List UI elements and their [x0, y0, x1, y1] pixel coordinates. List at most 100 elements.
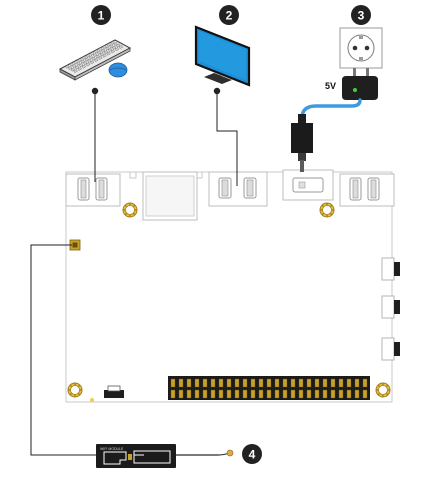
- power-port: [282, 169, 334, 201]
- header-pin: [242, 389, 248, 399]
- keyboard-key: [79, 63, 84, 68]
- keyboard-key: [81, 64, 86, 69]
- header-pin: [274, 389, 280, 399]
- header-pin: [258, 378, 264, 388]
- keyboard-key: [73, 69, 78, 73]
- header-pin: [346, 378, 352, 388]
- header-pin: [330, 389, 336, 399]
- wifi-module-label: WIFI MODULE: [100, 447, 124, 451]
- step-number-1: 1: [98, 9, 105, 23]
- step-marker-1: 1: [91, 5, 111, 25]
- wifi-module: WIFI MODULE: [96, 444, 176, 468]
- header-pin: [362, 378, 368, 388]
- power-cable: [291, 98, 362, 172]
- header-pin: [298, 389, 304, 399]
- header-pin: [354, 389, 360, 399]
- usb-port-2: [339, 173, 395, 207]
- header-pin: [314, 378, 320, 388]
- keyboard-key: [113, 42, 118, 46]
- keyboard-key: [72, 63, 77, 68]
- header-pin: [170, 378, 176, 388]
- step-marker-3: 3: [351, 5, 371, 25]
- step-marker-4: 4: [242, 444, 262, 464]
- side-buttons: [381, 257, 400, 361]
- mounting-holes: [67, 202, 391, 398]
- keyboard-key: [95, 54, 100, 59]
- keyboard-key: [77, 66, 82, 71]
- header-pin: [170, 389, 176, 399]
- keyboard-key: [109, 44, 114, 49]
- header-pin: [282, 389, 288, 399]
- header-pin: [282, 378, 288, 388]
- header-pin: [226, 389, 232, 399]
- header-pin: [178, 389, 184, 399]
- mounting-hole: [319, 202, 335, 218]
- keyboard-key: [68, 66, 73, 70]
- keyboard-key: [73, 60, 78, 65]
- keyboard-key: [118, 45, 123, 49]
- keyboard-key: [80, 59, 85, 64]
- header-pin: [306, 389, 312, 399]
- power-adapter-icon: 5V: [325, 68, 378, 100]
- header-pin: [186, 378, 192, 388]
- header-pin: [202, 378, 208, 388]
- keyboard-key: [102, 53, 107, 58]
- header-pin: [290, 378, 296, 388]
- header-pin: [266, 378, 272, 388]
- header-pin: [346, 389, 352, 399]
- keyboard-key: [98, 47, 103, 52]
- keyboard-key: [114, 47, 119, 52]
- usb-port-1: [65, 173, 121, 207]
- header-pin: [306, 378, 312, 388]
- small-connector: [90, 385, 124, 402]
- keyboard-key: [94, 58, 99, 62]
- mounting-hole: [67, 382, 83, 398]
- step-number-4: 4: [249, 448, 256, 462]
- keyboard-key: [81, 55, 86, 60]
- keyboard-key: [89, 60, 95, 65]
- header-pin: [242, 378, 248, 388]
- ethernet-port: [142, 171, 198, 221]
- keyboard-key: [84, 57, 89, 62]
- header-pin: [202, 389, 208, 399]
- keyboard-key: [98, 55, 103, 60]
- keyboard-key: [107, 47, 113, 52]
- header-pin: [218, 378, 224, 388]
- keyboard-key: [90, 51, 95, 56]
- header-pin: [234, 378, 240, 388]
- header-pin: [266, 389, 272, 399]
- header-pin: [322, 378, 328, 388]
- keyboard-icon: [58, 39, 132, 81]
- mounting-hole: [375, 382, 391, 398]
- keyboard-key: [99, 52, 104, 57]
- header-pin: [314, 389, 320, 399]
- step-markers: 1 2 3 4: [91, 5, 371, 464]
- keyboard-key: [74, 65, 79, 70]
- header-pin: [194, 389, 200, 399]
- header-pin: [322, 389, 328, 399]
- step-number-2: 2: [226, 9, 233, 23]
- gpio-header: [168, 376, 370, 400]
- keyboard-leader-dot: [91, 87, 99, 95]
- keyboard-key: [83, 61, 88, 65]
- keyboard-key: [76, 61, 81, 66]
- header-pin: [250, 389, 256, 399]
- keyboard-key: [112, 45, 117, 50]
- keyboard-key: [91, 56, 96, 61]
- keyboard-key: [65, 64, 70, 69]
- keyboard-keys: [65, 40, 123, 73]
- keyboard-key: [116, 43, 121, 48]
- monitor-leader-dot: [213, 87, 221, 95]
- mouse-icon: [108, 62, 128, 78]
- header-pin: [194, 378, 200, 388]
- voltage-label: 5V: [325, 81, 336, 91]
- header-pin: [226, 378, 232, 388]
- keyboard-key: [88, 55, 93, 60]
- header-pin: [178, 378, 184, 388]
- keyboard-key: [77, 58, 82, 62]
- keyboard-key: [106, 51, 111, 56]
- leader-lines: [30, 91, 238, 456]
- header-pin: [250, 378, 256, 388]
